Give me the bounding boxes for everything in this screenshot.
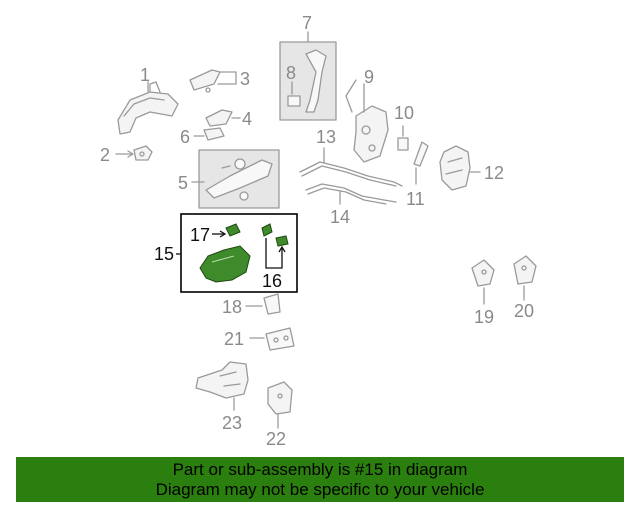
- part-15-inside-handle[interactable]: [199, 245, 251, 283]
- callout-9: 9: [364, 67, 375, 87]
- part-9-latch[interactable]: [345, 79, 389, 163]
- callout-10: 10: [394, 103, 415, 123]
- part-17-clip[interactable]: [225, 223, 241, 237]
- leader-3: [217, 71, 237, 85]
- part-23-hinge[interactable]: [195, 361, 249, 399]
- callout-6: 6: [180, 127, 191, 147]
- part-4-pad[interactable]: [205, 109, 233, 127]
- callout-22: 22: [266, 429, 287, 449]
- part-22-hinge[interactable]: [267, 381, 293, 415]
- banner-line-2: Diagram may not be specific to your vehi…: [155, 480, 485, 499]
- arrow-16: [278, 245, 286, 253]
- part-3-cover[interactable]: [189, 69, 221, 93]
- part-10-cap[interactable]: [397, 137, 409, 151]
- part-18-bracket[interactable]: [263, 293, 281, 315]
- parts-diagram: 1 2 3 4 5 6 7 8 9 10 11 12 13 14 15 16 1…: [100, 13, 537, 449]
- part-16-clip-b[interactable]: [275, 235, 289, 247]
- callout-1: 1: [140, 65, 151, 85]
- part-16-clip-a[interactable]: [261, 223, 273, 237]
- callout-14: 14: [330, 207, 351, 227]
- callout-7: 7: [302, 13, 313, 33]
- callout-3: 3: [240, 69, 251, 89]
- part-2-bracket[interactable]: [133, 145, 153, 161]
- callout-12: 12: [484, 163, 505, 183]
- callout-11: 11: [406, 189, 425, 209]
- callout-2: 2: [100, 145, 111, 165]
- part-12-cover[interactable]: [439, 145, 471, 191]
- callout-18: 18: [222, 297, 243, 317]
- callout-23: 23: [222, 413, 243, 433]
- callout-21: 21: [224, 329, 245, 349]
- banner-line-1: Part or sub-assembly is #15 in diagram: [172, 460, 468, 479]
- callout-5: 5: [178, 173, 189, 193]
- part-21-plate[interactable]: [265, 327, 295, 351]
- arrow-2: [127, 150, 134, 158]
- callout-8: 8: [286, 63, 297, 83]
- part-14-cable[interactable]: [305, 183, 397, 205]
- callout-15: 15: [154, 244, 175, 264]
- part-6-clip[interactable]: [203, 127, 225, 141]
- callout-20: 20: [514, 301, 535, 321]
- callout-19: 19: [474, 307, 495, 327]
- info-banner: Part or sub-assembly is #15 in diagram D…: [16, 457, 624, 502]
- part-13-cable[interactable]: [299, 161, 403, 187]
- callout-13: 13: [316, 127, 337, 147]
- callout-16: 16: [262, 271, 283, 291]
- part-5-frame[interactable]: [205, 158, 273, 201]
- arrow-17: [219, 230, 227, 238]
- diagram-drawing: [115, 31, 537, 429]
- callout-4: 4: [242, 109, 253, 129]
- callout-17: 17: [190, 225, 211, 245]
- part-1-outside-handle[interactable]: [117, 81, 179, 135]
- part-19-striker[interactable]: [471, 259, 495, 287]
- part-7-rod[interactable]: [305, 49, 327, 113]
- part-11-rod[interactable]: [413, 141, 429, 167]
- part-20-striker[interactable]: [513, 255, 537, 285]
- part-8-clip[interactable]: [287, 95, 301, 107]
- leader-16: [265, 238, 283, 269]
